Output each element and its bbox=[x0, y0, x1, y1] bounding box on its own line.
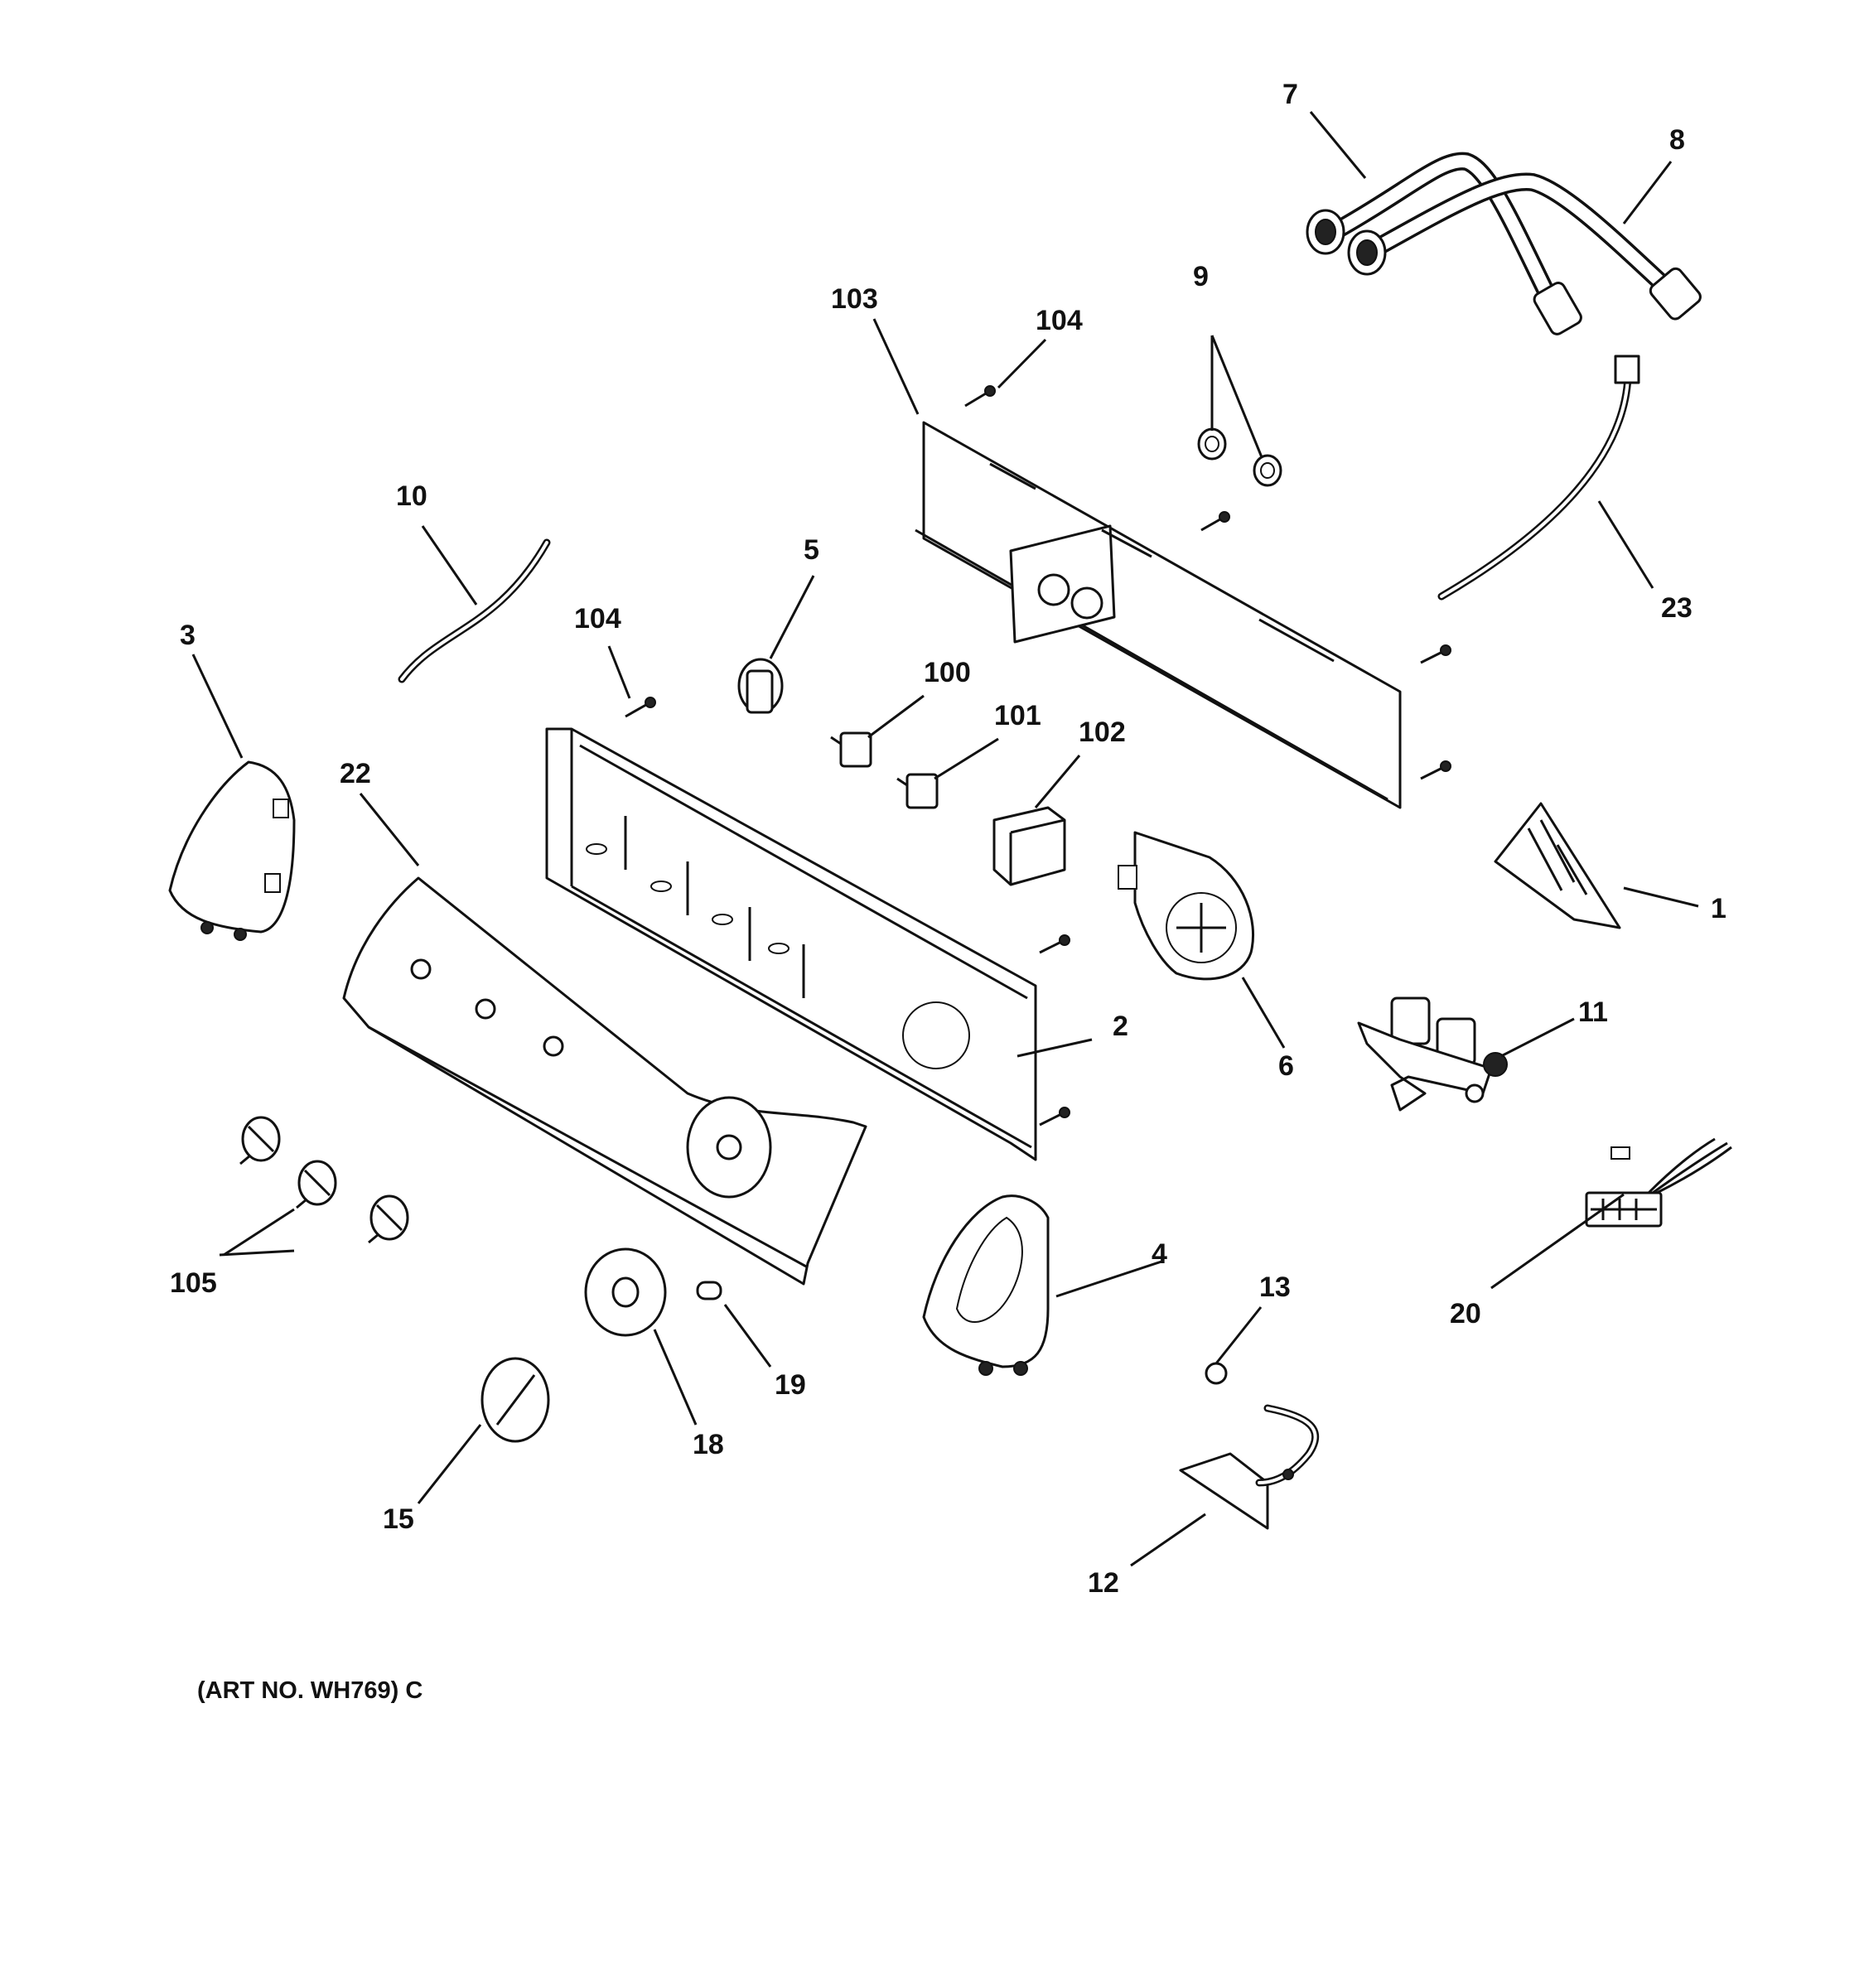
timer-6 bbox=[1118, 831, 1255, 981]
screw bbox=[964, 385, 996, 408]
callout-20: 20 bbox=[1450, 1298, 1481, 1329]
grommets-9 bbox=[1197, 427, 1282, 487]
callout-103: 103 bbox=[831, 283, 878, 315]
callout-6: 6 bbox=[1278, 1050, 1294, 1082]
screw bbox=[1039, 934, 1070, 954]
filter-102 bbox=[992, 806, 1066, 886]
front-panel-22 bbox=[342, 876, 867, 1286]
screw bbox=[1039, 1107, 1070, 1127]
tube-10 bbox=[398, 538, 551, 683]
callouts: 7 8 9 103 104 23 10 104 5 100 101 102 3 … bbox=[170, 79, 1726, 1599]
callout-102: 102 bbox=[1079, 717, 1126, 748]
clamp-13 bbox=[1205, 1362, 1228, 1385]
screw bbox=[1200, 511, 1230, 532]
knob-105a bbox=[239, 1116, 281, 1165]
callout-105: 105 bbox=[170, 1267, 217, 1299]
clip-5 bbox=[737, 658, 784, 714]
leader-lines bbox=[191, 111, 1699, 1567]
callout-12: 12 bbox=[1088, 1567, 1119, 1599]
callout-10: 10 bbox=[396, 480, 427, 512]
inlet-hose-7 bbox=[1306, 152, 1582, 335]
callout-11: 11 bbox=[1578, 996, 1608, 1028]
dial-bezel-18 bbox=[584, 1247, 667, 1337]
end-cap-3 bbox=[168, 760, 296, 941]
callout-100: 100 bbox=[924, 657, 971, 688]
callout-13: 13 bbox=[1259, 1271, 1291, 1303]
callout-23: 23 bbox=[1661, 592, 1693, 624]
pin-19 bbox=[696, 1281, 722, 1300]
callout-1: 1 bbox=[1711, 893, 1726, 924]
callout-104-left: 104 bbox=[574, 603, 621, 635]
wire-harness-23 bbox=[1437, 355, 1640, 601]
screw bbox=[1420, 644, 1451, 664]
screw bbox=[625, 697, 656, 718]
inlet-hose-8 bbox=[1347, 172, 1702, 321]
label-card-1 bbox=[1494, 802, 1621, 929]
water-valve-11 bbox=[1357, 996, 1508, 1112]
control-panel-frame-2 bbox=[545, 727, 1037, 1161]
callout-104-top: 104 bbox=[1036, 305, 1083, 336]
callout-101: 101 bbox=[994, 700, 1041, 731]
callout-3: 3 bbox=[180, 620, 196, 651]
callout-8: 8 bbox=[1669, 124, 1685, 156]
wire-connector-20 bbox=[1585, 1137, 1732, 1228]
switch-101 bbox=[896, 773, 939, 809]
callout-19: 19 bbox=[775, 1369, 806, 1401]
screw bbox=[1420, 760, 1451, 780]
switch-100 bbox=[830, 731, 872, 768]
callout-9: 9 bbox=[1193, 261, 1209, 292]
callout-22: 22 bbox=[340, 758, 371, 789]
knob-105c bbox=[368, 1194, 409, 1244]
knob-105b bbox=[296, 1160, 337, 1209]
bracket-12 bbox=[1179, 1404, 1320, 1530]
backsplash-panel-103 bbox=[915, 421, 1402, 809]
art-number-caption: (ART NO. WH769) C bbox=[197, 1677, 423, 1704]
callout-18: 18 bbox=[693, 1429, 724, 1460]
callout-15: 15 bbox=[383, 1503, 414, 1535]
callout-7: 7 bbox=[1282, 79, 1298, 110]
end-cap-4 bbox=[922, 1194, 1050, 1376]
callout-5: 5 bbox=[804, 534, 819, 566]
callout-4: 4 bbox=[1152, 1238, 1167, 1270]
timer-knob-15 bbox=[480, 1357, 550, 1443]
callout-2: 2 bbox=[1113, 1011, 1128, 1042]
